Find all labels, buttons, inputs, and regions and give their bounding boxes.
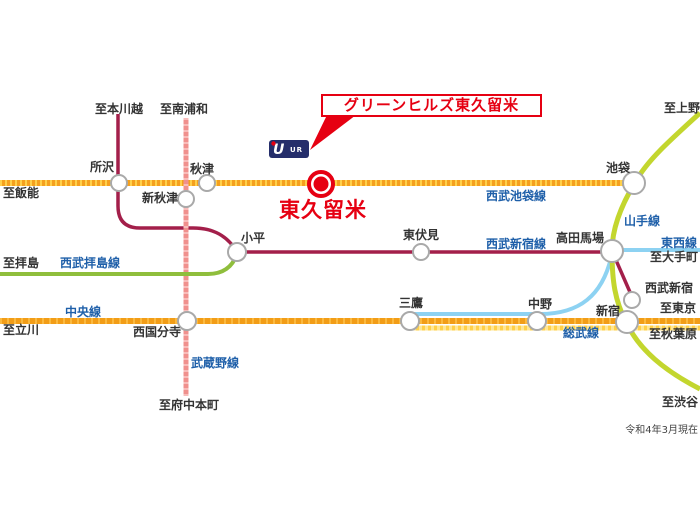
endpoint-otemachi: 至大手町 (649, 250, 698, 264)
station-label-akitsu: 秋津 (189, 162, 215, 176)
endpoint-akihabara: 至秋葉原 (648, 327, 697, 341)
station-nakano (527, 311, 547, 331)
station-ikebukuro (622, 171, 646, 195)
line-label-seibu-ikebukuro: 西武池袋線 (485, 189, 547, 203)
station-mitaka (400, 311, 420, 331)
station-label-tokorozawa: 所沢 (89, 160, 115, 174)
station-akitsu (198, 174, 216, 192)
endpoint-ueno: 至上野 (663, 101, 700, 115)
ur-logo-mark: U (273, 142, 285, 158)
station-label-shin-akitsu: 新秋津 (141, 191, 179, 205)
ur-badge-text: UR (290, 146, 303, 154)
higashi-kurume-marker (307, 170, 335, 198)
station-shinjuku (615, 310, 639, 334)
station-tokorozawa (110, 174, 128, 192)
endpoint-haijima: 至拝島 (3, 256, 40, 270)
endpoint-tokyo: 至東京 (659, 301, 696, 315)
station-shin-akitsu (177, 190, 195, 208)
ur-badge: U UR (269, 140, 309, 158)
line-label-seibu-shinjuku: 西武新宿線 (485, 237, 547, 251)
endpoint-hon-kawagoe: 至本川越 (94, 102, 144, 116)
endpoint-fuchu-hommachi: 至府中本町 (158, 398, 220, 412)
station-takadanobaba (600, 239, 624, 263)
callout-tail (310, 115, 356, 150)
station-seibu-shinjuku (623, 291, 641, 309)
ur-logo-dot (271, 141, 276, 146)
line-label-musashino: 武蔵野線 (190, 356, 240, 370)
line-label-yamanote: 山手線 (623, 214, 661, 228)
station-label-mitaka: 三鷹 (398, 296, 424, 310)
as-of-date: 令和4年3月現在 (625, 425, 698, 436)
station-label-shinjuku: 新宿 (595, 304, 621, 318)
station-nishi-kokubunji (177, 311, 197, 331)
station-label-higashi-fushimi: 東伏見 (402, 228, 440, 242)
station-label-ikebukuro: 池袋 (605, 161, 631, 175)
endpoint-shibuya: 至渋谷 (661, 395, 698, 409)
station-label-kodaira: 小平 (240, 231, 266, 245)
station-kodaira (227, 242, 247, 262)
line-label-chuo: 中央線 (64, 305, 102, 319)
line-label-sobu: 総武線 (562, 326, 600, 340)
line-label-tozai: 東西線 (660, 236, 697, 250)
station-label-takadanobaba: 高田馬場 (555, 231, 605, 245)
station-higashi-fushimi (412, 243, 430, 261)
station-label-nakano: 中野 (527, 297, 553, 311)
endpoint-tachikawa: 至立川 (3, 323, 40, 337)
higashi-kurume-label: 東久留米 (279, 198, 367, 222)
station-label-seibu-shinjuku: 西武新宿 (644, 281, 693, 295)
endpoint-minami-urawa: 至南浦和 (159, 102, 209, 116)
station-label-nishi-kokubunji: 西国分寺 (132, 325, 182, 339)
line-label-seibu-haijima: 西武拝島線 (59, 256, 121, 270)
endpoint-hanno: 至飯能 (3, 186, 40, 200)
callout-label: グリーンヒルズ東久留米 (321, 94, 542, 117)
